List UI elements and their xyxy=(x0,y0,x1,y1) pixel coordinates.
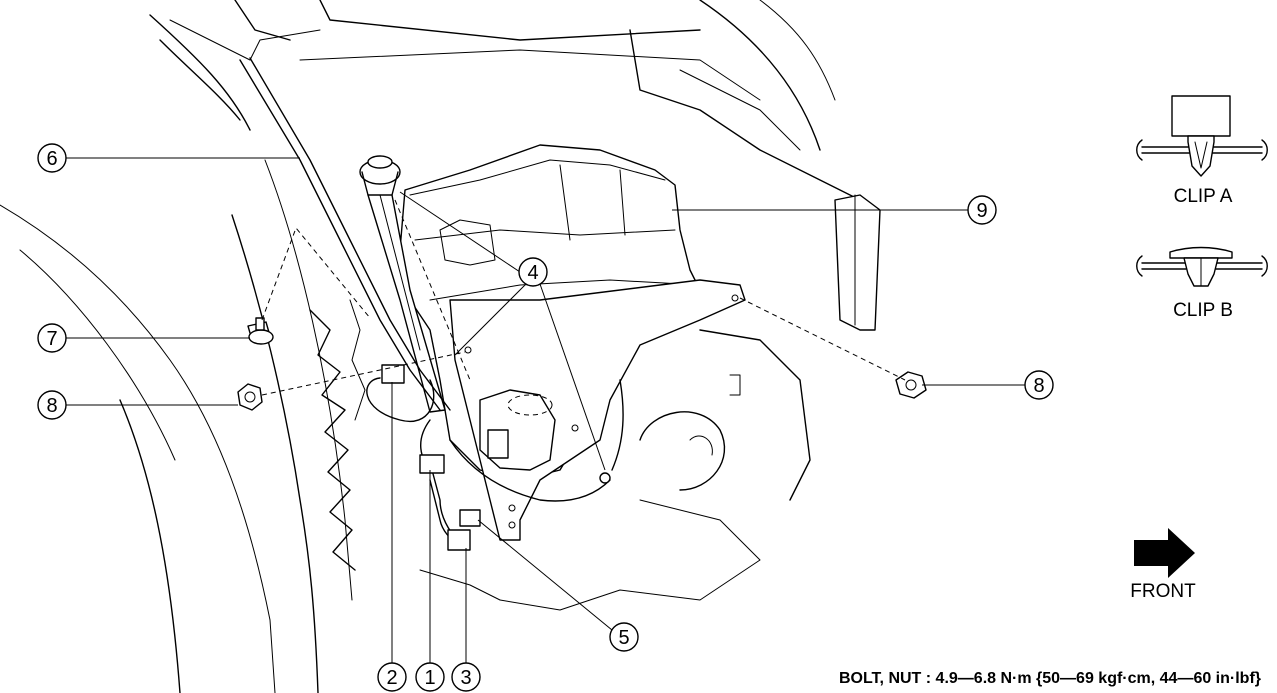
svg-text:8: 8 xyxy=(46,395,57,417)
callout-1: 1 xyxy=(415,662,445,692)
install-guides xyxy=(261,199,906,396)
svg-text:6: 6 xyxy=(46,148,57,170)
wiring-harness xyxy=(366,364,624,551)
nut-8-left xyxy=(237,383,263,411)
svg-text:2: 2 xyxy=(386,667,397,689)
svg-text:7: 7 xyxy=(46,328,57,350)
right-panel xyxy=(419,194,881,611)
svg-text:4: 4 xyxy=(527,262,538,284)
callout-9: 9 xyxy=(967,195,997,225)
front-arrow-icon xyxy=(1134,528,1195,578)
front-label: FRONT xyxy=(1130,581,1196,602)
inner-liner xyxy=(309,299,366,571)
svg-text:8: 8 xyxy=(1033,375,1044,397)
torque-spec: BOLT, NUT : 4.9—6.8 N·m {50—69 kgf·cm, 4… xyxy=(839,670,1261,687)
nut-8-right xyxy=(895,371,927,399)
callout-8-right: 8 xyxy=(1024,370,1054,400)
callout-7: 7 xyxy=(37,323,67,353)
callout-8-left: 8 xyxy=(37,390,67,420)
washer-tank xyxy=(399,144,746,541)
callout-6: 6 xyxy=(37,143,67,173)
callout-4: 4 xyxy=(518,257,548,287)
clip-a-icon xyxy=(1136,95,1268,177)
clip-a-label: CLIP A xyxy=(1174,186,1233,207)
clip-b-label: CLIP B xyxy=(1173,300,1233,321)
callout-3: 3 xyxy=(451,662,481,692)
svg-text:5: 5 xyxy=(618,627,629,649)
bolt-7 xyxy=(247,317,274,345)
svg-text:1: 1 xyxy=(424,667,435,689)
callout-5: 5 xyxy=(609,622,639,652)
fender-outline xyxy=(0,0,861,693)
svg-text:3: 3 xyxy=(460,667,471,689)
clip-b-icon xyxy=(1136,246,1268,287)
callout-2: 2 xyxy=(377,662,407,692)
filler-hose xyxy=(359,155,446,413)
leader-lines xyxy=(66,157,1025,663)
washer-pipe xyxy=(239,57,451,411)
svg-text:9: 9 xyxy=(976,200,987,222)
